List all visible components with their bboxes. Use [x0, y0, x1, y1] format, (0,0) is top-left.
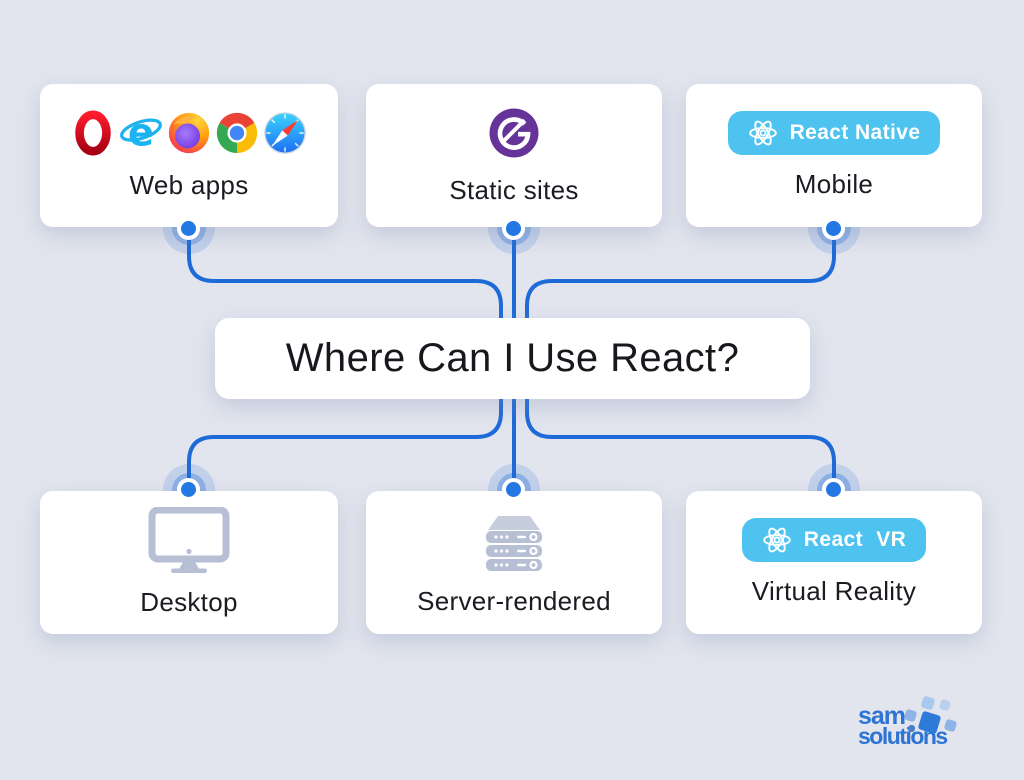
card-static-sites: Static sites	[366, 84, 662, 227]
react-native-badge: React Native	[727, 111, 941, 155]
desktop-label: Desktop	[140, 587, 238, 617]
server-rendered-label: Server-rendered	[417, 586, 611, 616]
connector-dot-static-sites	[506, 221, 521, 236]
web-apps-label: Web apps	[129, 170, 249, 200]
react-atom-icon	[748, 120, 777, 146]
card-web-apps: e	[40, 84, 338, 227]
connector-dot-server	[506, 482, 521, 497]
firefox-icon	[168, 112, 210, 154]
react-atom-icon	[762, 527, 791, 553]
gatsby-icon	[489, 108, 539, 158]
svg-text:e: e	[128, 110, 154, 155]
connector-dot-vr	[826, 482, 841, 497]
static-sites-label: Static sites	[449, 175, 579, 205]
card-server-rendered: Server-rendered	[366, 491, 662, 634]
diagram-title: Where Can I Use React?	[285, 336, 740, 380]
title-card: Where Can I Use React?	[215, 318, 810, 399]
react-vr-badge: React VR	[741, 518, 927, 562]
card-desktop: Desktop	[40, 491, 338, 634]
connector-dot-desktop	[181, 482, 196, 497]
virtual-reality-label: Virtual Reality	[751, 576, 917, 606]
card-virtual-reality: React VR Virtual Reality	[686, 491, 982, 634]
connector-dot-mobile	[826, 221, 841, 236]
internet-explorer-icon: e	[120, 110, 162, 155]
card-mobile: React Native Mobile	[686, 84, 982, 227]
react-vr-badge-label: React VR	[803, 528, 907, 551]
sam-solutions-logo: sam solutions	[858, 695, 998, 748]
server-rack-icon	[486, 516, 542, 571]
opera-icon	[75, 110, 111, 156]
browser-icons-row: e	[70, 110, 308, 156]
mobile-label: Mobile	[794, 169, 874, 199]
chrome-icon	[216, 112, 258, 154]
safari-icon	[264, 112, 306, 154]
react-native-badge-label: React Native	[789, 121, 921, 144]
logo-text-sam: sam	[858, 702, 906, 730]
desktop-monitor-icon	[148, 507, 230, 573]
connector-dot-web-apps	[181, 221, 196, 236]
